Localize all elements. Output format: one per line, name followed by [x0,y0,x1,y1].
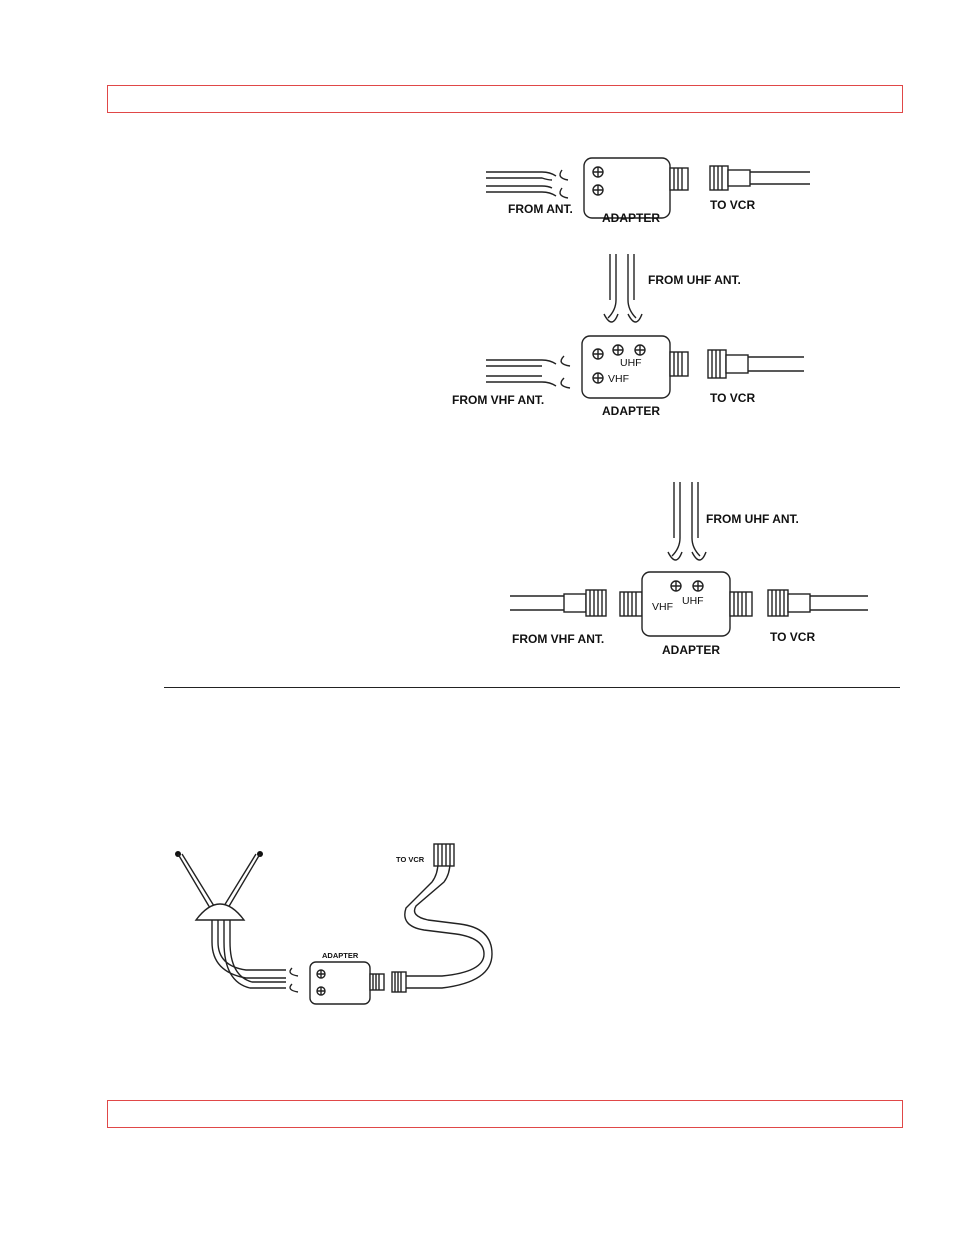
figure-vhf-coax-uhf-twin-lead-adapter: VHF UHF FROM UHF ANT. FROM VHF ANT. ADAP… [510,482,868,657]
f-connector-icon [433,843,455,867]
vhf-coax-cable [510,589,607,617]
twin-lead-wire [486,171,557,197]
adapter-label: ADAPTER [602,211,660,225]
f-connector-icon [767,589,868,617]
section-divider [164,687,900,688]
from-uhf-ant-label: FROM UHF ANT. [706,512,799,526]
screw-terminal-icon [592,166,604,196]
uhf-terminal-label: UHF [620,357,642,369]
from-vhf-ant-label: FROM VHF ANT. [512,632,604,646]
spade-lug-icon [667,551,707,561]
screw-terminal-icon [670,580,704,592]
f-connector-icon [707,349,804,379]
spade-lug-icon [289,967,299,993]
rabbit-ear-antenna-icon [175,851,263,921]
spade-lug-icon [560,355,571,389]
threaded-connector-icon [619,591,643,617]
adapter-label: ADAPTER [602,404,660,418]
uhf-twin-lead-wire [671,482,701,557]
threaded-connector-icon [729,591,753,617]
from-vhf-ant-label: FROM VHF ANT. [452,393,544,407]
screw-terminal-icon [592,344,646,384]
to-vcr-label: TO VCR [396,855,425,864]
spade-lug-icon [559,169,569,199]
twin-lead-wire [211,920,286,989]
uhf-terminal-label: UHF [682,595,704,607]
adapter-body [309,961,371,1005]
to-vcr-label: TO VCR [710,391,755,405]
figure-rabbit-ear-antenna-adapter: ADAPTER TO VCR [175,843,493,1005]
uhf-twin-lead-wire [607,254,637,319]
to-vcr-label: TO VCR [710,198,755,212]
from-uhf-ant-label: FROM UHF ANT. [648,273,741,287]
adapter-label: ADAPTER [662,643,720,657]
threaded-connector-icon [669,351,689,377]
coax-cable [391,861,493,993]
threaded-connector-icon [669,167,689,191]
vhf-terminal-label: VHF [652,601,673,613]
bottom-banner [107,1100,903,1128]
f-connector-icon [709,165,810,191]
adapter-label: ADAPTER [322,951,359,960]
screw-terminal-icon [316,969,326,996]
top-banner [107,85,903,113]
threaded-connector-icon [369,973,385,991]
vhf-twin-lead-wire [486,359,557,387]
to-vcr-label: TO VCR [770,630,815,644]
vhf-terminal-label: VHF [608,373,629,385]
from-ant-label: FROM ANT. [508,202,573,216]
figure-vhf-uhf-twin-lead-adapter: UHF VHF FROM UHF ANT. FROM VHF ANT. ADAP… [452,254,804,418]
spade-lug-icon [603,313,643,323]
figure-single-antenna-adapter: FROM ANT. ADAPTER TO VCR [486,157,810,225]
